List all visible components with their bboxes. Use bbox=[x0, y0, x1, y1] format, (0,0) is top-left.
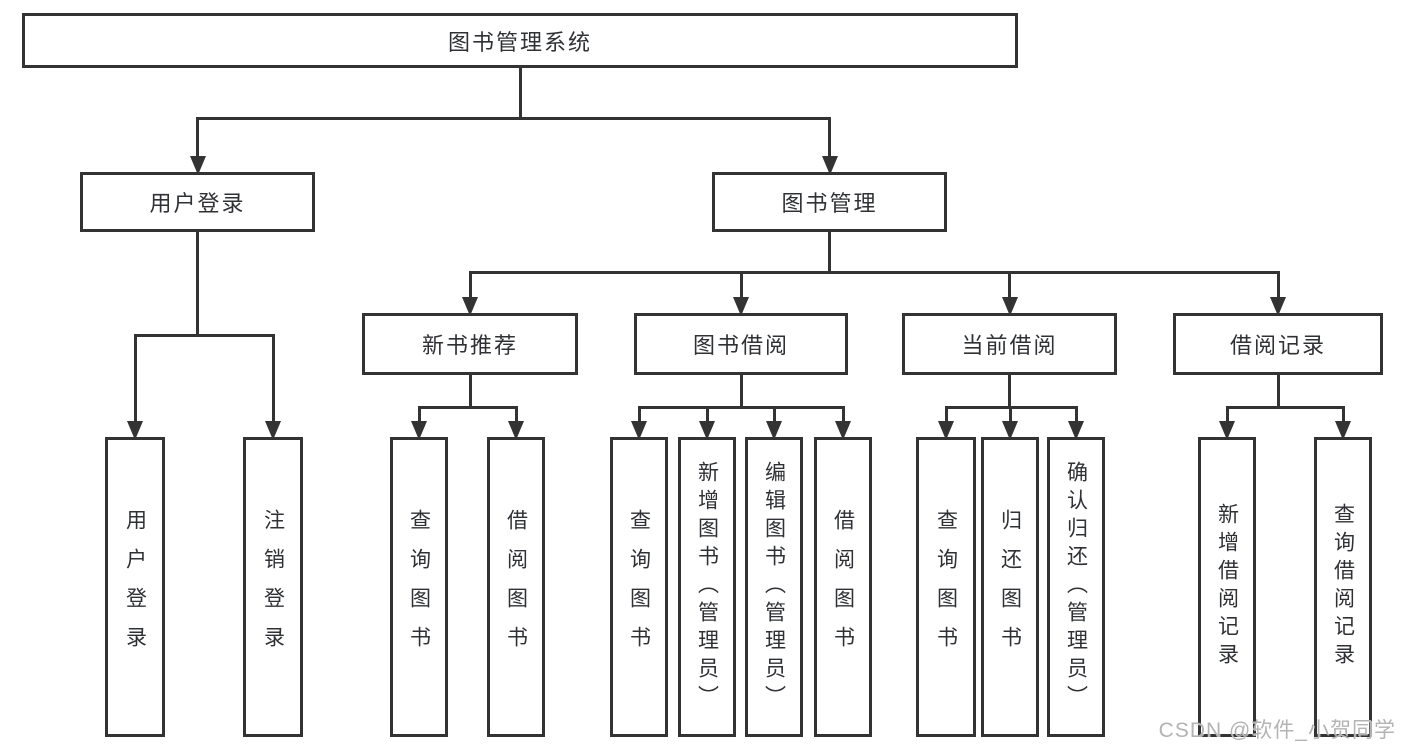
node-leaf-user-login: 用户登录 bbox=[105, 437, 165, 737]
arrowhead-icon bbox=[699, 421, 715, 440]
arrowhead-icon bbox=[462, 297, 478, 316]
node-bw-add: 新增图书（管理员） bbox=[678, 437, 736, 737]
connector-line bbox=[1074, 407, 1078, 433]
connector-line bbox=[468, 375, 472, 407]
arrowhead-icon bbox=[265, 421, 281, 440]
node-cur-return: 归还图书 bbox=[981, 437, 1039, 737]
node-rec-query: 查询借阅记录 bbox=[1314, 437, 1372, 737]
arrowhead-icon bbox=[1002, 421, 1018, 440]
arrowhead-icon bbox=[1270, 297, 1286, 316]
node-label: 注销登录 bbox=[261, 509, 285, 665]
arrowhead-icon bbox=[938, 421, 954, 440]
node-label: 新增图书（管理员） bbox=[695, 461, 719, 713]
arrowhead-icon bbox=[733, 297, 749, 316]
node-label: 新增借阅记录 bbox=[1215, 503, 1239, 671]
arrowhead-icon bbox=[1219, 421, 1235, 440]
node-user-login: 用户登录 bbox=[80, 172, 315, 232]
connector-line bbox=[468, 270, 1280, 274]
node-bw-borrow: 借阅图书 bbox=[814, 437, 872, 737]
node-cur-query: 查询图书 bbox=[916, 437, 976, 737]
connector-line bbox=[133, 335, 137, 433]
node-leaf-logout: 注销登录 bbox=[243, 437, 303, 737]
connector-line bbox=[518, 68, 522, 118]
node-label: 归还图书 bbox=[998, 509, 1022, 665]
node-label: 查询图书 bbox=[934, 509, 958, 665]
node-cur-confirm: 确认归还（管理员） bbox=[1047, 437, 1105, 737]
arrowhead-icon bbox=[127, 421, 143, 440]
connector-line bbox=[468, 272, 472, 309]
node-label: 查询图书 bbox=[627, 509, 651, 665]
node-current: 当前借阅 bbox=[902, 313, 1117, 375]
node-label: 图书借阅 bbox=[692, 333, 789, 358]
arrowhead-icon bbox=[508, 421, 524, 440]
node-label: 新书推荐 bbox=[421, 333, 518, 358]
connector-line bbox=[196, 118, 199, 168]
arrowhead-icon bbox=[411, 421, 427, 440]
node-book-mgmt: 图书管理 bbox=[712, 172, 947, 232]
connector-line bbox=[1008, 272, 1011, 309]
connector-line bbox=[637, 407, 641, 433]
connector-line bbox=[133, 333, 275, 337]
node-label: 图书管理系统 bbox=[447, 29, 592, 55]
node-bw-edit: 编辑图书（管理员） bbox=[745, 437, 803, 737]
connector-line bbox=[637, 405, 845, 409]
connector-line bbox=[1225, 407, 1229, 433]
connector-line bbox=[772, 407, 776, 433]
connector-line bbox=[196, 232, 199, 335]
connector-line bbox=[1008, 375, 1011, 407]
node-nb-query: 查询图书 bbox=[390, 437, 448, 737]
arrowhead-icon bbox=[631, 421, 647, 440]
node-root: 图书管理系统 bbox=[22, 13, 1018, 68]
connector-line bbox=[828, 118, 831, 168]
node-label: 图书管理 bbox=[781, 191, 878, 216]
node-label: 借阅图书 bbox=[831, 509, 855, 665]
connector-line bbox=[196, 116, 831, 120]
watermark: CSDN @软件_小贺同学 bbox=[1158, 719, 1396, 742]
connector-line bbox=[417, 407, 421, 433]
node-bw-query: 查询图书 bbox=[610, 437, 668, 737]
node-records: 借阅记录 bbox=[1173, 313, 1383, 375]
node-nb-borrow: 借阅图书 bbox=[487, 437, 545, 737]
arrowhead-icon bbox=[821, 156, 838, 175]
node-label: 编辑图书（管理员） bbox=[762, 461, 786, 713]
node-label: 用户登录 bbox=[149, 191, 246, 216]
arrowhead-icon bbox=[1068, 421, 1084, 440]
connector-line bbox=[1225, 405, 1345, 409]
node-label: 借阅图书 bbox=[504, 509, 528, 665]
node-label: 当前借阅 bbox=[961, 333, 1058, 358]
connector-line bbox=[271, 335, 275, 433]
connector-line bbox=[739, 272, 743, 309]
connector-line bbox=[514, 407, 518, 433]
node-new-books: 新书推荐 bbox=[362, 313, 578, 375]
connector-line bbox=[739, 375, 743, 407]
arrowhead-icon bbox=[766, 421, 782, 440]
connector-line bbox=[1341, 407, 1345, 433]
arrowhead-icon bbox=[1001, 297, 1018, 316]
node-borrow: 图书借阅 bbox=[634, 313, 848, 375]
connector-line bbox=[1276, 272, 1280, 309]
connector-line bbox=[705, 407, 709, 433]
connector-line bbox=[1008, 407, 1012, 433]
connector-line bbox=[944, 407, 948, 433]
node-label: 查询图书 bbox=[407, 509, 431, 665]
node-label: 确认归还（管理员） bbox=[1064, 461, 1088, 713]
connector-line bbox=[841, 407, 845, 433]
node-label: 借阅记录 bbox=[1229, 333, 1326, 358]
connector-line bbox=[828, 232, 831, 272]
node-label: 查询借阅记录 bbox=[1331, 503, 1355, 671]
node-label: 用户登录 bbox=[123, 509, 147, 665]
node-rec-add: 新增借阅记录 bbox=[1198, 437, 1256, 737]
connector-line bbox=[417, 405, 518, 409]
connector-line bbox=[1276, 375, 1280, 407]
arrowhead-icon bbox=[835, 421, 851, 440]
arrowhead-icon bbox=[1335, 421, 1351, 440]
arrowhead-icon bbox=[189, 156, 206, 175]
